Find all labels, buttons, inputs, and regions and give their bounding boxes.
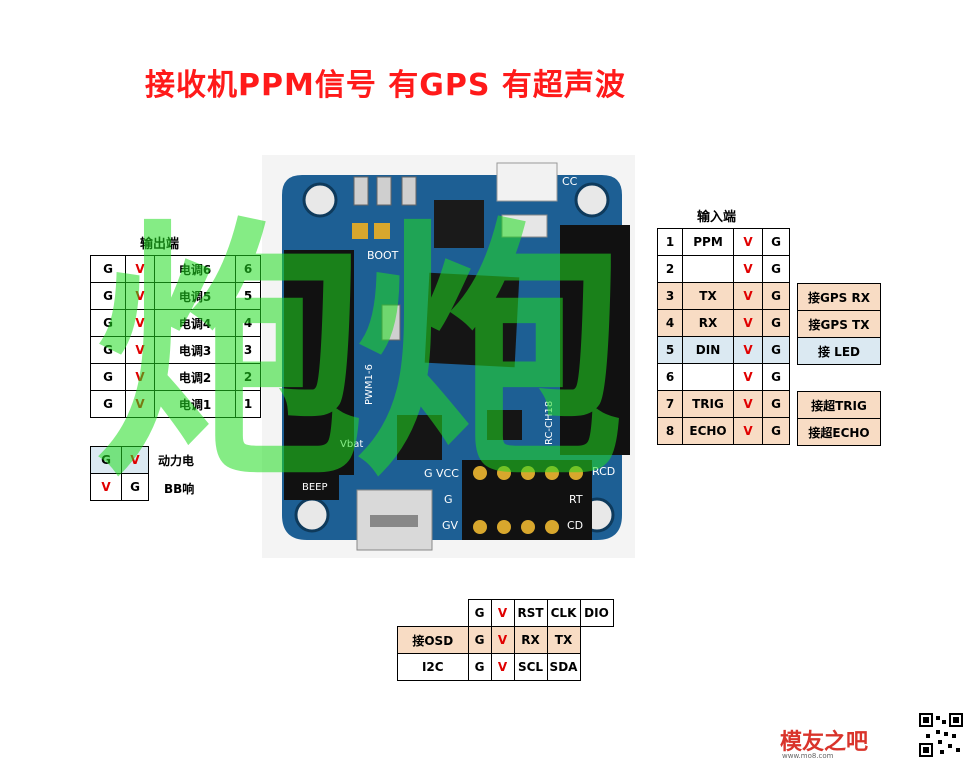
beep-label: BB响 (164, 482, 195, 496)
power-pin-table: G V V G (90, 446, 149, 501)
table-row: 7 TRIG V G (657, 390, 790, 418)
table-row: 接OSD G V RX TX (397, 626, 614, 654)
table-row: 接 LED (797, 337, 881, 365)
input-label: 输入端 (697, 210, 737, 225)
table-row: G V (90, 446, 149, 474)
site-logo: 模友之吧 (780, 730, 869, 755)
output-label: 输出端 (140, 237, 180, 252)
gps-side-table: 接GPS RX 接GPS TX 接 LED (797, 283, 881, 365)
label-cc: CC (562, 175, 578, 188)
label-rcd: RCD (592, 465, 615, 478)
label-g: G (444, 493, 453, 506)
table-row: G V RST CLK DIO (398, 599, 614, 627)
table-row: 5 DIN V G (657, 336, 790, 364)
label-cd: CD (567, 519, 583, 532)
label-vbat: Vbat (340, 439, 363, 450)
table-row: 接GPS RX (797, 283, 881, 311)
input-pin-table: 1 PPM V G 2 V G 3 TX V G 4 RX V G 5 DIN … (657, 228, 790, 445)
flight-controller-board: BOOT PWM1-6 RC-CH18 Vbat BEEP G VCC RCD … (262, 155, 635, 558)
table-row: V G (90, 473, 149, 501)
table-row: I2C G V SCL SDA (397, 653, 614, 681)
ultrasonic-side-table: 接超TRIG 接超ECHO (797, 391, 881, 446)
table-row: 6 V G (657, 363, 790, 391)
label-gv: GV (442, 519, 459, 532)
table-row: 接GPS TX (797, 310, 881, 338)
table-row: 8 ECHO V G (657, 417, 790, 445)
qr-code-icon (918, 712, 964, 758)
label-beep: BEEP (302, 482, 328, 493)
power-label: 动力电 (158, 454, 195, 468)
label-boot: BOOT (367, 249, 399, 262)
table-row: G V 电调5 5 (90, 282, 261, 310)
label-gvcc: G VCC (424, 467, 459, 480)
bottom-pin-table: G V RST CLK DIO 接OSD G V RX TX I2C G V S… (397, 599, 614, 681)
table-row: G V 电调2 2 (90, 363, 261, 391)
table-row: G V 电调1 1 (90, 390, 261, 418)
table-row: 3 TX V G (657, 282, 790, 310)
table-row: 4 RX V G (657, 309, 790, 337)
page-title: 接收机PPM信号 有GPS 有超声波 (145, 68, 626, 103)
site-url: www.mo8.com (782, 752, 834, 760)
table-row: 2 V G (657, 255, 790, 283)
table-row: G V 电调3 3 (90, 336, 261, 364)
output-pin-table: G V 电调6 6 G V 电调5 5 G V 电调4 4 G V 电调3 3 … (90, 255, 261, 418)
label-pwm: PWM1-6 (364, 364, 375, 405)
table-row: 接超ECHO (797, 418, 881, 446)
label-rt: RT (569, 493, 583, 506)
watermark: 炮炮 (95, 197, 625, 512)
table-row: 1 PPM V G (657, 228, 790, 256)
label-rc: RC-CH18 (544, 401, 555, 445)
table-row: 接超TRIG (797, 391, 881, 419)
